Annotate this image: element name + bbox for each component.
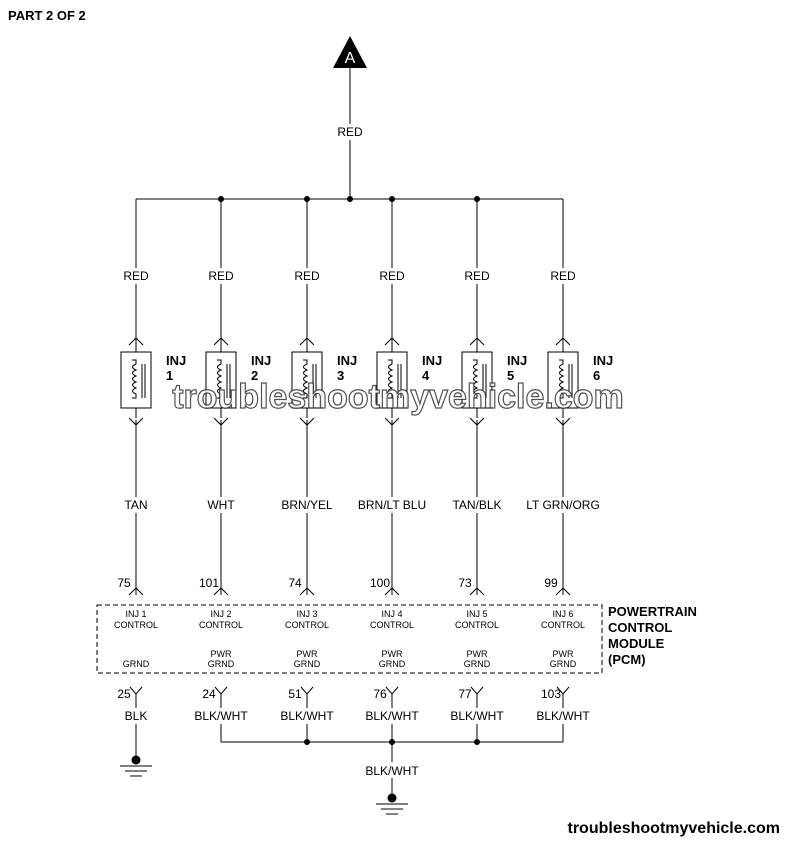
pcm-ground-label: PWR [211, 649, 232, 659]
pcm-control-label: CONTROL [541, 620, 585, 630]
pcm-control-label: CONTROL [455, 620, 499, 630]
injector-control-color: LT GRN/ORG [526, 498, 600, 512]
pcm-control-label: CONTROL [199, 620, 243, 630]
connector-a-wire-color: RED [337, 125, 363, 139]
injector-supply-color: RED [550, 269, 576, 283]
pcm-name-line1: POWERTRAIN [608, 604, 697, 619]
injector-supply-color: RED [464, 269, 490, 283]
pcm-ground-label: GRND [379, 659, 406, 669]
pcm-ground-pin: 24 [202, 687, 216, 701]
injector-coil-icon [473, 359, 479, 399]
pcm-ground-label: PWR [297, 649, 318, 659]
pcm-control-label: INJ 6 [552, 609, 573, 619]
pcm-control-label: INJ 3 [296, 609, 317, 619]
pcm-ground-label: GRND [464, 659, 491, 669]
injector-supply-color: RED [379, 269, 405, 283]
pcm-ground-pin: 77 [458, 687, 472, 701]
pcm-ground-label: GRND [550, 659, 577, 669]
ground-symbol-icon [376, 793, 408, 815]
watermark: troubleshootmyvehicle.com [172, 378, 624, 416]
injector-control-color: TAN/BLK [452, 498, 501, 512]
pcm-ground-pin: 76 [373, 687, 387, 701]
injector-supply-color: RED [208, 269, 234, 283]
pcm-name-line2: CONTROL [608, 620, 672, 635]
injector-number: 5 [507, 368, 514, 383]
pcm-box [96, 604, 603, 674]
injector-number: 1 [166, 368, 173, 383]
ground-wire-color: BLK/WHT [536, 709, 590, 723]
injector-name: INJ [593, 353, 613, 368]
connector-a-letter: A [345, 50, 356, 67]
pcm-ground-pin: 103 [541, 687, 561, 701]
pcm-ground-label: PWR [467, 649, 488, 659]
pcm-control-pin: 75 [117, 576, 131, 590]
injector-name: INJ [337, 353, 357, 368]
pcm-ground-label: GRND [294, 659, 321, 669]
ground-bus-wire-color: BLK/WHT [365, 764, 419, 778]
injector-name: INJ [251, 353, 271, 368]
ground-wire-color: BLK/WHT [450, 709, 504, 723]
injector-name: INJ [422, 353, 442, 368]
pcm-control-label: INJ 2 [210, 609, 231, 619]
injector-number: 4 [422, 368, 430, 383]
footer-site: troubleshootmyvehicle.com [568, 820, 781, 837]
injector-number: 2 [251, 368, 258, 383]
pcm-name-line3: MODULE [608, 636, 665, 651]
pcm-control-label: INJ 1 [125, 609, 146, 619]
injector-name: INJ [507, 353, 527, 368]
injector-control-color: BRN/LT BLU [358, 498, 426, 512]
ground-wire-color: BLK/WHT [365, 709, 419, 723]
ground-wire-color: BLK/WHT [280, 709, 334, 723]
pcm-ground-label: PWR [382, 649, 403, 659]
injector-supply-color: RED [123, 269, 149, 283]
pcm-ground-label: GRND [208, 659, 235, 669]
pcm-control-pin: 73 [458, 576, 472, 590]
ground-wire-color: BLK [125, 709, 148, 723]
pcm-control-label: CONTROL [114, 620, 158, 630]
injector-control-color: TAN [124, 498, 147, 512]
pcm-control-pin: 74 [288, 576, 302, 590]
pcm-control-pin: 100 [370, 576, 390, 590]
injector-number: 3 [337, 368, 344, 383]
connector-a-triangle [333, 36, 367, 68]
pcm-ground-label: GRND [123, 659, 150, 669]
pcm-name-line4: (PCM) [608, 652, 646, 667]
pcm-ground-label: PWR [553, 649, 574, 659]
injector-coil-icon [132, 359, 138, 399]
ground-wire-color: BLK/WHT [194, 709, 248, 723]
injector-coil-icon [388, 359, 394, 399]
pcm-control-pin: 101 [199, 576, 219, 590]
injector-control-color: WHT [207, 498, 235, 512]
injector-coil-icon [559, 359, 565, 399]
ground-symbol-icon [120, 755, 152, 777]
part-label: PART 2 OF 2 [8, 8, 86, 23]
pcm-control-label: CONTROL [285, 620, 329, 630]
pcm-ground-pin: 51 [288, 687, 302, 701]
injector-coil-icon [303, 359, 309, 399]
pcm-control-label: INJ 5 [466, 609, 487, 619]
injector-name: INJ [166, 353, 186, 368]
pcm-control-label: INJ 4 [381, 609, 402, 619]
injector-supply-color: RED [294, 269, 320, 283]
injector-control-color: BRN/YEL [281, 498, 333, 512]
injector-coil-icon [217, 359, 223, 399]
connector-a: A RED [333, 36, 367, 199]
pcm-control-label: CONTROL [370, 620, 414, 630]
pcm-ground-pin: 25 [117, 687, 131, 701]
pcm-control-pin: 99 [544, 576, 558, 590]
injector-number: 6 [593, 368, 600, 383]
